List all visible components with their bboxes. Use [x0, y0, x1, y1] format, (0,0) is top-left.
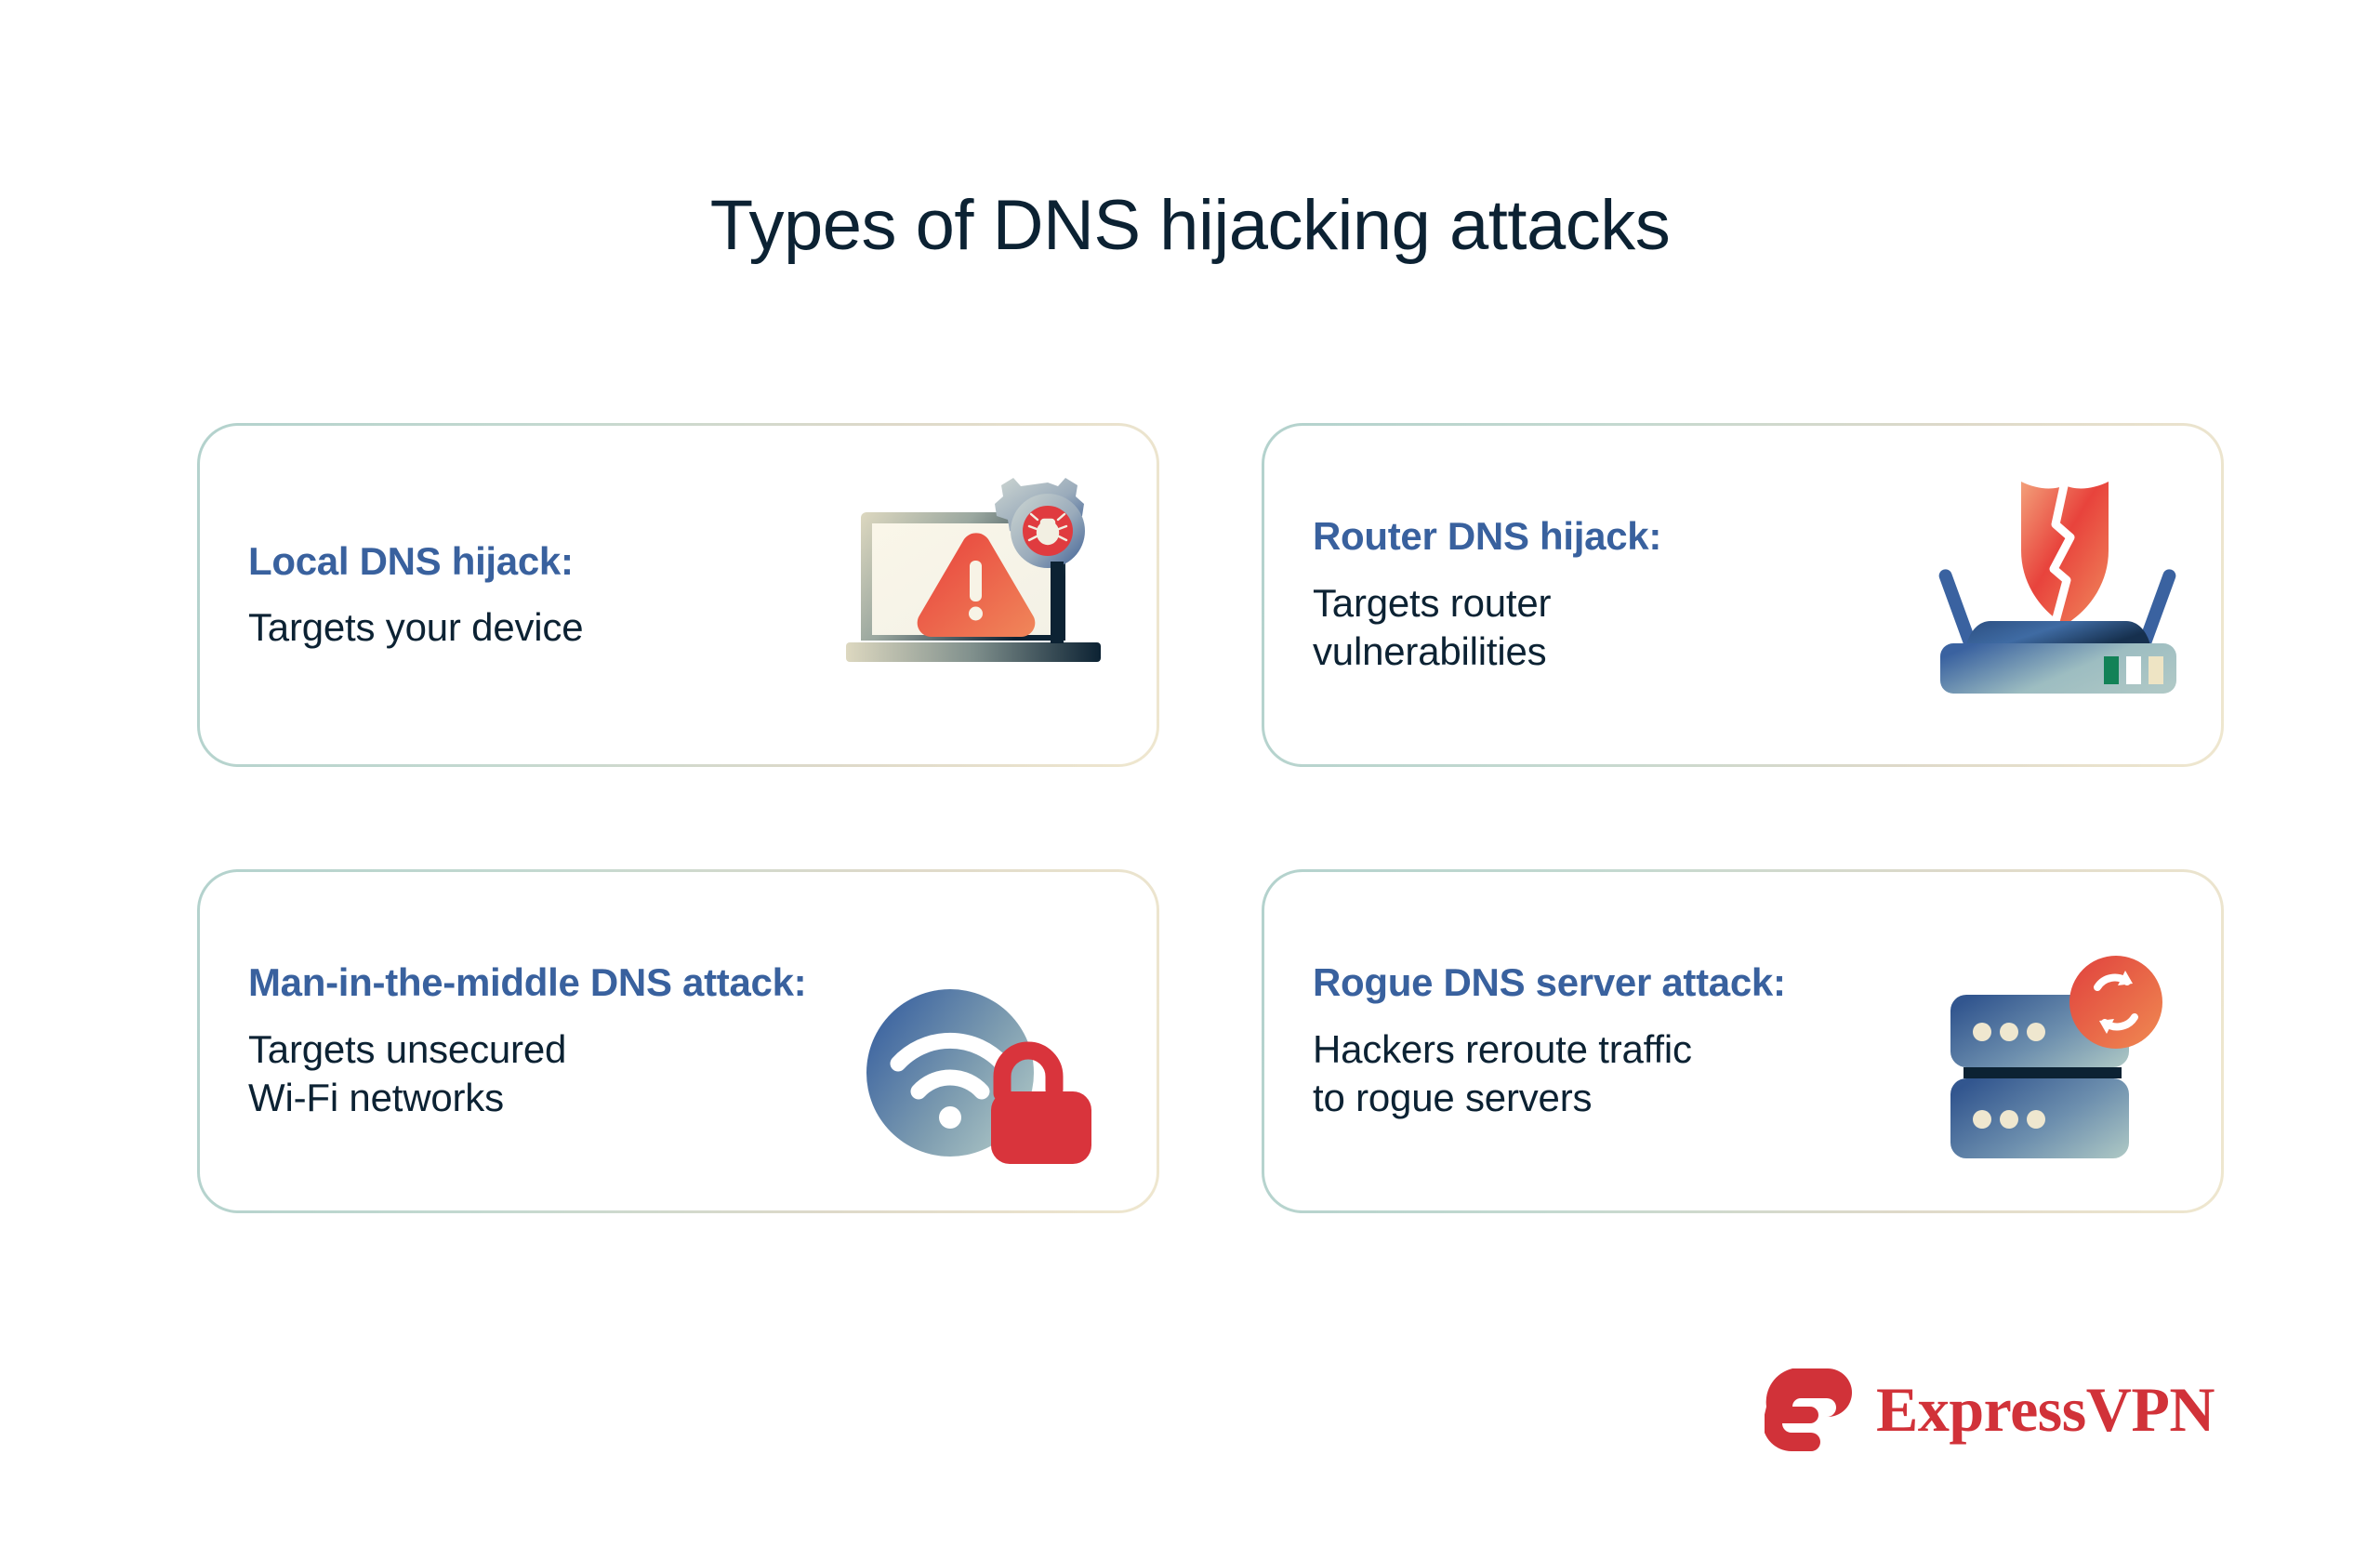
card-heading: Rogue DNS server attack: [1313, 960, 1786, 1005]
card-rogue-dns-server-attack: Rogue DNS server attack: Hackers reroute… [1262, 869, 2224, 1213]
card-text-block: Rogue DNS server attack: Hackers reroute… [1313, 959, 1786, 1122]
page-title: Types of DNS hijacking attacks [709, 185, 1671, 265]
card-description: Targets router vulnerabilities [1313, 580, 1552, 674]
router-broken-shield-icon [1933, 470, 2184, 694]
card-heading: Local DNS hijack: [248, 538, 574, 583]
card-text-block: Man-in-the-middle DNS attack: Targets un… [248, 959, 807, 1122]
server-rack-refresh-icon [1943, 954, 2180, 1177]
card-man-in-the-middle-dns-attack: Man-in-the-middle DNS attack: Targets un… [197, 869, 1159, 1213]
card-text-block: Local DNS hijack: Targets your device [248, 538, 584, 653]
card-description: Hackers reroute traffic to rogue servers [1313, 1026, 1692, 1120]
card-heading: Router DNS hijack: [1313, 514, 1661, 559]
card-local-dns-hijack: Local DNS hijack: Targets your device [197, 423, 1159, 767]
card-router-dns-hijack: Router DNS hijack: Targets router vulner… [1262, 423, 2224, 767]
card-heading: Man-in-the-middle DNS attack: [248, 960, 807, 1005]
wifi-open-padlock-icon [861, 982, 1103, 1177]
card-description: Targets unsecured Wi-Fi networks [248, 1026, 567, 1120]
expressvpn-logo: ExpressVPN [1765, 1367, 2215, 1452]
card-description: Targets your device [248, 604, 584, 649]
expressvpn-wordmark: ExpressVPN [1876, 1374, 2215, 1445]
laptop-warning-bug-icon [839, 472, 1117, 686]
expressvpn-e-mark-icon [1765, 1367, 1856, 1452]
attack-type-card-grid: Local DNS hijack: Targets your device [197, 423, 2224, 1213]
card-text-block: Router DNS hijack: Targets router vulner… [1313, 513, 1661, 676]
